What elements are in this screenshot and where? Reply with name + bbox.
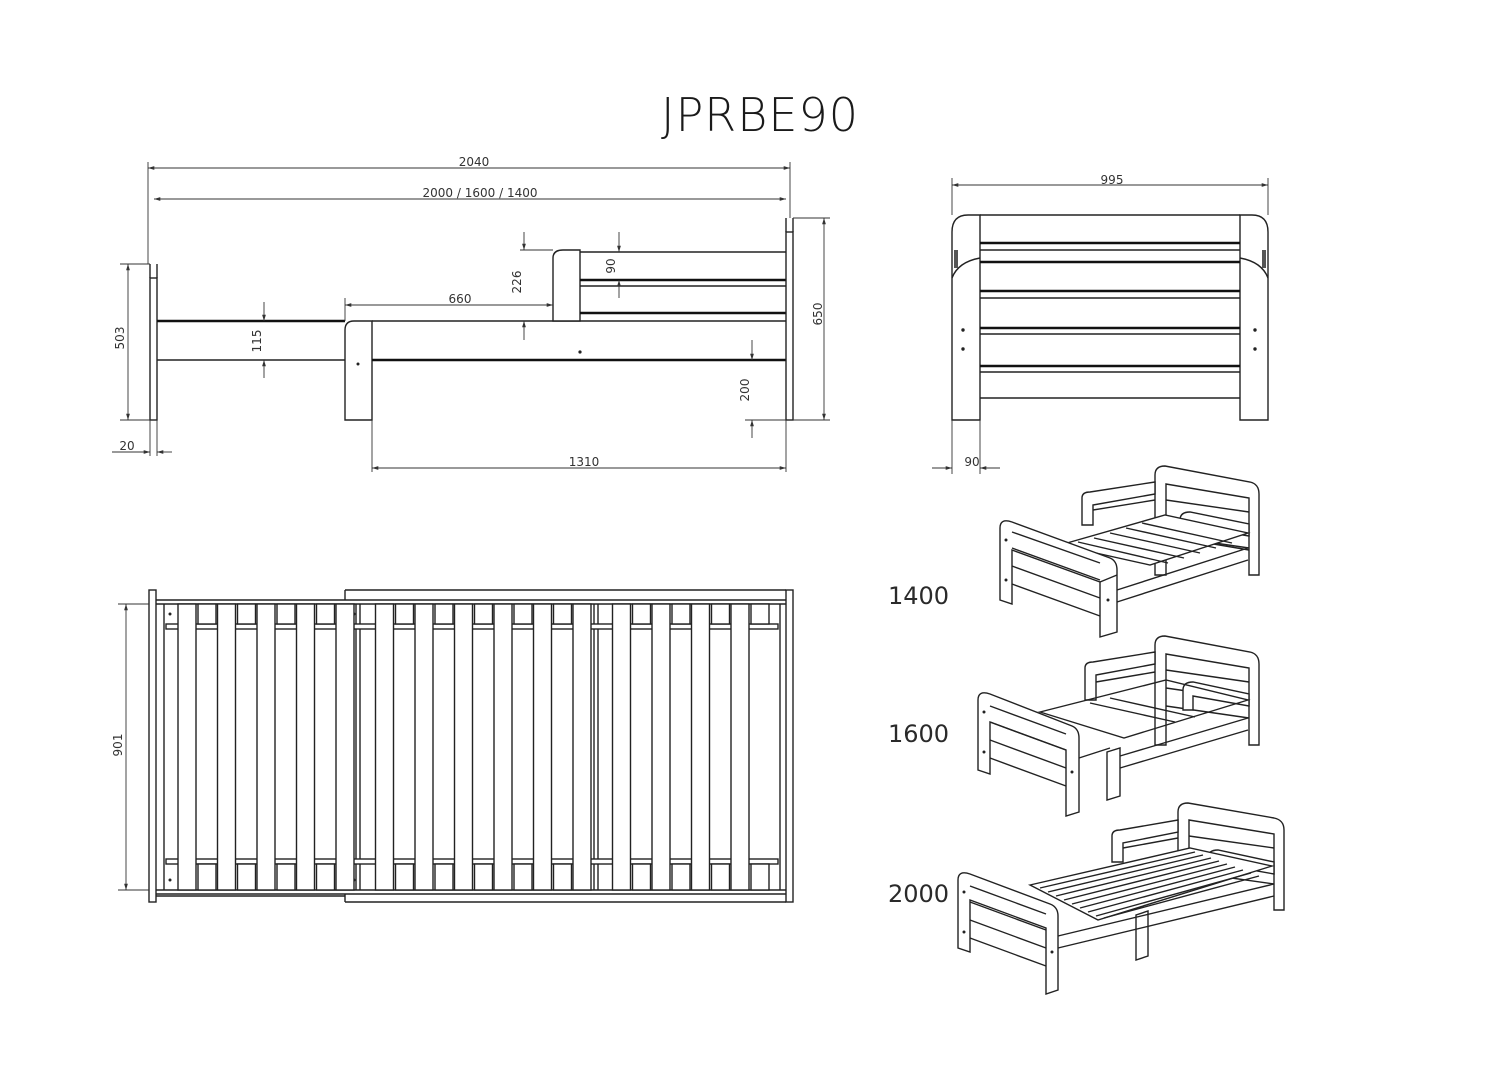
dim-end-width: 995 — [1101, 173, 1124, 187]
iso-bed-1400 — [999, 465, 1260, 638]
bed-slat — [256, 603, 276, 891]
bed-slat — [651, 603, 671, 891]
dim-post-thickness: 20 — [119, 439, 134, 453]
bed-slat — [710, 863, 731, 891]
dim-end-post: 90 — [964, 455, 979, 469]
bed-slat — [276, 603, 296, 625]
dim-leg-height: 200 — [738, 379, 752, 402]
bed-slat — [552, 863, 573, 891]
plan-view: 901 — [111, 589, 794, 903]
bed-slat — [315, 863, 336, 891]
bed-slat — [750, 863, 770, 891]
bed-slat — [315, 603, 336, 625]
bed-slat — [513, 863, 533, 891]
bed-slat — [473, 603, 494, 625]
bed-slat — [295, 603, 316, 891]
bed-slat — [671, 603, 691, 625]
bed-slat — [236, 863, 257, 891]
bed-slat — [374, 603, 395, 891]
bed-slat — [177, 603, 197, 891]
dim-plan-width: 901 — [111, 734, 125, 757]
dim-overall-length: 2040 — [459, 155, 490, 169]
bed-slat — [414, 603, 434, 891]
dim-total-height: 650 — [811, 303, 825, 326]
bed-slat — [197, 603, 217, 625]
dim-inner-lengths: 2000 / 1600 / 1400 — [423, 186, 538, 200]
dim-guard-height: 226 — [510, 271, 524, 294]
bed-slat — [671, 863, 691, 891]
end-elevation-view: 995 90 — [932, 173, 1269, 474]
dim-headboard-height: 503 — [113, 327, 127, 350]
dim-base-length: 1310 — [569, 455, 600, 469]
bed-slat — [434, 603, 454, 625]
bed-slat — [434, 863, 454, 891]
bed-slat — [552, 603, 573, 625]
bed-slat — [453, 603, 474, 891]
size-label-1400: 1400 — [888, 582, 950, 610]
size-label-1600: 1600 — [888, 720, 950, 748]
dim-top-rail: 90 — [604, 258, 618, 273]
dim-rail-height: 115 — [250, 330, 264, 353]
drawing-title: JPRBE90 — [661, 88, 859, 142]
bed-slat — [730, 603, 750, 891]
plan-slats — [177, 603, 770, 891]
side-elevation-view: 2040 2000 / 1600 / 1400 503 115 660 226 … — [112, 155, 830, 472]
bed-slat — [236, 603, 257, 625]
bed-slat — [493, 603, 513, 891]
bed-slat — [710, 603, 731, 625]
bed-slat — [572, 603, 592, 891]
bed-slat — [394, 603, 415, 625]
bed-slat — [532, 603, 553, 891]
size-label-2000: 2000 — [888, 880, 950, 908]
bed-slat — [216, 603, 237, 891]
bed-slat — [394, 863, 415, 891]
bed-slat — [513, 603, 533, 625]
bed-slat — [276, 863, 296, 891]
bed-slat — [197, 863, 217, 891]
bed-slat — [611, 603, 632, 891]
iso-bed-1600 — [977, 635, 1260, 817]
bed-slat — [631, 863, 652, 891]
bed-slat — [473, 863, 494, 891]
iso-bed-2000 — [957, 802, 1285, 995]
bed-slat — [690, 603, 711, 891]
bed-slat — [750, 603, 770, 625]
bed-slat — [631, 603, 652, 625]
dim-extension-length: 660 — [449, 292, 472, 306]
bed-slat — [335, 603, 355, 891]
